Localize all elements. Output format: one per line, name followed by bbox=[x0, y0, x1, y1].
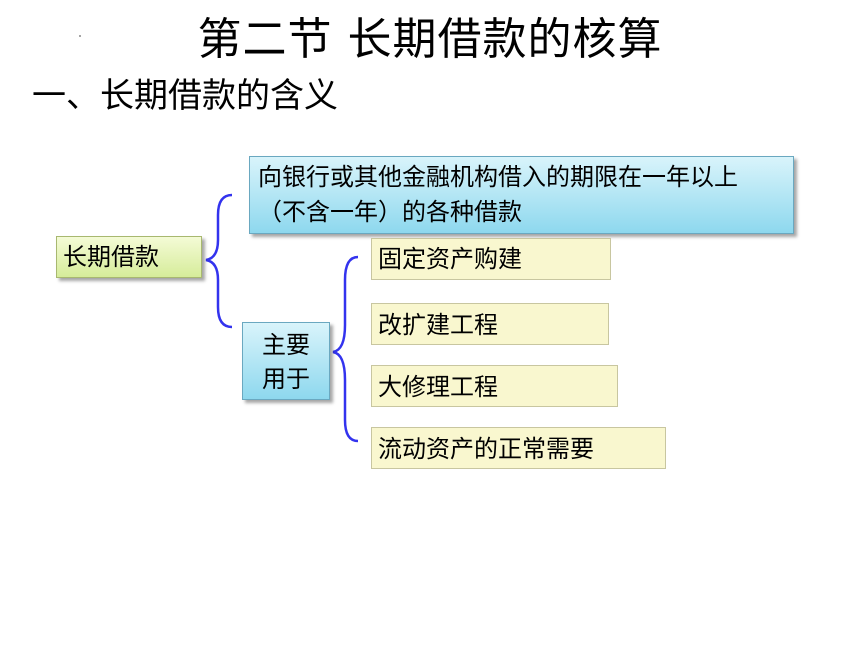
definition-text: 向银行或其他金融机构借入的期限在一年以上（不含一年）的各种借款 bbox=[258, 163, 738, 226]
page-title: 第二节 长期借款的核算 bbox=[197, 14, 663, 65]
uses-node: 主要用于 bbox=[242, 322, 330, 400]
section-heading: 一、长期借款的含义 bbox=[32, 76, 338, 116]
use-item-label: 固定资产购建 bbox=[378, 245, 522, 273]
root-label: 长期借款 bbox=[63, 243, 159, 271]
left-brace bbox=[205, 193, 233, 329]
use-item-label: 大修理工程 bbox=[378, 373, 498, 401]
use-item: 改扩建工程 bbox=[371, 303, 609, 345]
use-item-label: 改扩建工程 bbox=[378, 311, 498, 339]
use-item: 固定资产购建 bbox=[371, 238, 611, 280]
use-item: 流动资产的正常需要 bbox=[371, 427, 666, 469]
definition-node: 向银行或其他金融机构借入的期限在一年以上（不含一年）的各种借款 bbox=[249, 156, 794, 234]
use-item-label: 流动资产的正常需要 bbox=[378, 435, 594, 463]
uses-label: 主要用于 bbox=[262, 331, 310, 393]
decorative-dot bbox=[79, 35, 81, 37]
root-node: 长期借款 bbox=[56, 236, 202, 278]
right-brace bbox=[332, 255, 359, 443]
use-item: 大修理工程 bbox=[371, 365, 618, 407]
